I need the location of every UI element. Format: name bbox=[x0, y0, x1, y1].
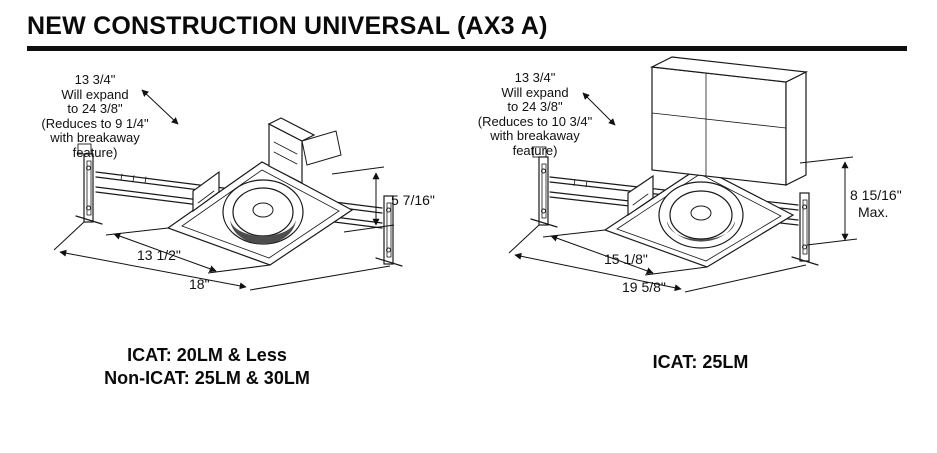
page-title: NEW CONSTRUCTION UNIVERSAL (AX3 A) bbox=[27, 12, 548, 40]
right-height-dim-label: 8 15/16" bbox=[850, 187, 902, 203]
note-line: with breakaway bbox=[490, 128, 580, 143]
left-expand-note: 13 3/4" Will expand to 24 3/8" (Reduces … bbox=[22, 72, 168, 160]
caption-line: ICAT: 20LM & Less bbox=[127, 345, 287, 365]
right-inner-width-dim-label: 15 1/8" bbox=[604, 251, 648, 267]
right-mounting-bracket bbox=[791, 192, 819, 266]
note-line: with breakaway bbox=[50, 130, 140, 145]
note-line: Will expand bbox=[61, 86, 129, 102]
left-mounting-bracket bbox=[75, 143, 103, 225]
right-fixture-drawing bbox=[508, 56, 858, 293]
left-dimension-lines bbox=[53, 89, 395, 291]
driver-box bbox=[627, 174, 654, 217]
left-caption: ICAT: 20LM & Less Non-ICAT: 25LM & 30LM bbox=[62, 344, 352, 390]
aperture bbox=[658, 181, 744, 249]
title-rule bbox=[27, 46, 907, 51]
note-line: (Reduces to 10 3/4" bbox=[477, 113, 593, 129]
driver-box bbox=[192, 170, 220, 213]
note-line: to 24 3/8" bbox=[507, 99, 563, 114]
note-line: 13 3/4" bbox=[514, 70, 556, 85]
caption-line: ICAT: 25LM bbox=[652, 352, 749, 372]
note-line: to 24 3/8" bbox=[67, 101, 123, 116]
note-line: feature) bbox=[72, 144, 118, 160]
note-line: Will expand bbox=[501, 84, 569, 100]
note-line: 13 3/4" bbox=[74, 72, 116, 87]
right-overall-width-dim-label: 19 5/8" bbox=[622, 279, 666, 295]
right-height-dim-note: Max. bbox=[858, 204, 889, 220]
junction-box bbox=[267, 117, 342, 184]
left-height-dim-label: 5 7/16" bbox=[391, 192, 435, 208]
note-line: (Reduces to 9 1/4" bbox=[41, 115, 149, 131]
note-line: feature) bbox=[512, 142, 558, 158]
left-overall-width-dim-label: 18" bbox=[189, 276, 210, 292]
aperture bbox=[222, 179, 304, 245]
right-dimension-lines bbox=[508, 92, 858, 293]
caption-line: Non-ICAT: 25LM & 30LM bbox=[104, 368, 310, 388]
left-inner-width-dim-label: 13 1/2" bbox=[137, 247, 181, 263]
left-mounting-bracket bbox=[530, 146, 558, 228]
right-mounting-bracket bbox=[375, 195, 403, 267]
right-expand-note: 13 3/4" Will expand to 24 3/8" (Reduces … bbox=[460, 70, 610, 158]
icat-enclosure bbox=[649, 56, 809, 186]
right-caption: ICAT: 25LM bbox=[603, 351, 798, 374]
left-fixture-drawing bbox=[53, 89, 403, 291]
